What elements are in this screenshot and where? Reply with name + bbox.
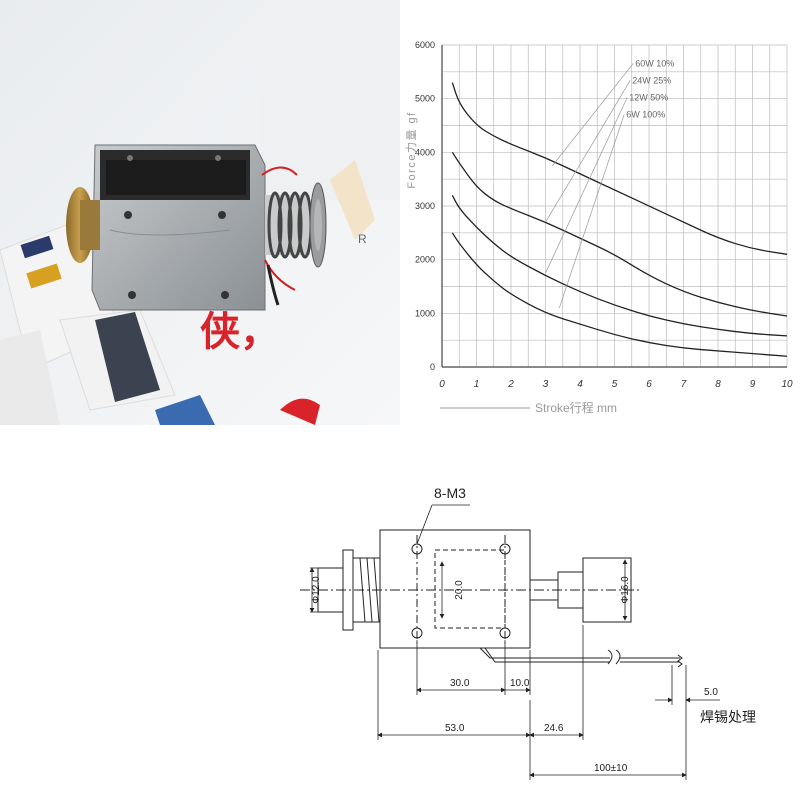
legend-leader [545,80,631,223]
catalog-sheet [0,219,215,425]
dim-53-label: 53.0 [445,723,465,734]
x-tick-label: 7 [681,379,687,390]
y-axis-label: Force力量 gf [405,111,418,188]
y-tick-label: 1000 [415,308,435,318]
x-tick-label: 3 [543,379,549,390]
legend-entry: 12W 50% [629,92,668,102]
red-banner: 侠， R [200,160,375,425]
dim-100-label: 100±10 [594,763,628,774]
spring [265,182,327,268]
brass-end [66,187,100,263]
chart-series [451,82,788,357]
x-tick-label: 6 [646,379,652,390]
y-tick-label: 3000 [415,201,435,211]
legend-leader [545,97,628,274]
chart-legend: 60W 10% 24W 25% 12W 50% 6W 100% [545,58,674,309]
series-line [451,82,788,255]
y-tick-label: 4000 [415,147,435,157]
dimension-drawing: 8-M3 Φ12.0 20.0 Φ16.0 30.0 10.0 53.0 24.… [0,450,800,800]
x-tick-label: 10 [781,379,793,390]
plunger-diameter-label: Φ12.0 [311,576,322,604]
dim-30-label: 30.0 [450,678,470,689]
banner-text: 侠， [200,310,280,354]
x-tick-label: 5 [612,379,618,390]
x-tick-label: 4 [577,379,583,390]
series-line [451,232,788,357]
chart-grid [441,44,788,368]
legend-leader [552,63,634,166]
lead-wires [261,166,298,306]
x-tick-label: 1 [474,379,480,390]
force-stroke-chart: 0 1 2 3 4 5 6 7 8 9 10 0 1000 2000 3000 4000 5000 6000 60… [395,30,800,430]
cap-diameter-label: Φ16.0 [620,576,631,604]
stamp-text: R [358,232,367,246]
x-tick-label: 0 [439,379,445,390]
legend-entry: 24W 25% [632,75,671,85]
product-photo: 侠， R [0,0,400,425]
y-tick-label: 6000 [415,40,435,50]
x-tick-label: 2 [507,379,514,390]
dimension-lines [309,504,720,780]
legend-entry: 6W 100% [626,109,665,119]
dim-5-label: 5.0 [704,687,718,698]
body-height-label: 20.0 [454,580,465,600]
y-tick-label: 5000 [415,94,435,104]
x-tick-label: 9 [750,379,756,390]
series-line [451,151,788,317]
x-tick-label: 8 [715,379,721,390]
y-tick-label: 0 [430,362,435,372]
hole-spec-label: 8-M3 [434,485,466,501]
x-axis-label: Stroke行程 mm [535,400,617,415]
solenoid-outline [300,529,683,668]
solder-note: 焊锡处理 [700,709,756,725]
chart-axes: 0 1 2 3 4 5 6 7 8 9 10 0 1000 2000 3000 4000 5000 6000 [415,40,793,390]
dim-10-label: 10.0 [510,678,530,689]
dim-24-label: 24.6 [544,723,564,734]
y-tick-label: 2000 [415,255,435,265]
legend-entry: 60W 10% [635,58,674,68]
series-line [451,194,788,337]
legend-leader [558,114,625,309]
solenoid-body [91,144,266,311]
